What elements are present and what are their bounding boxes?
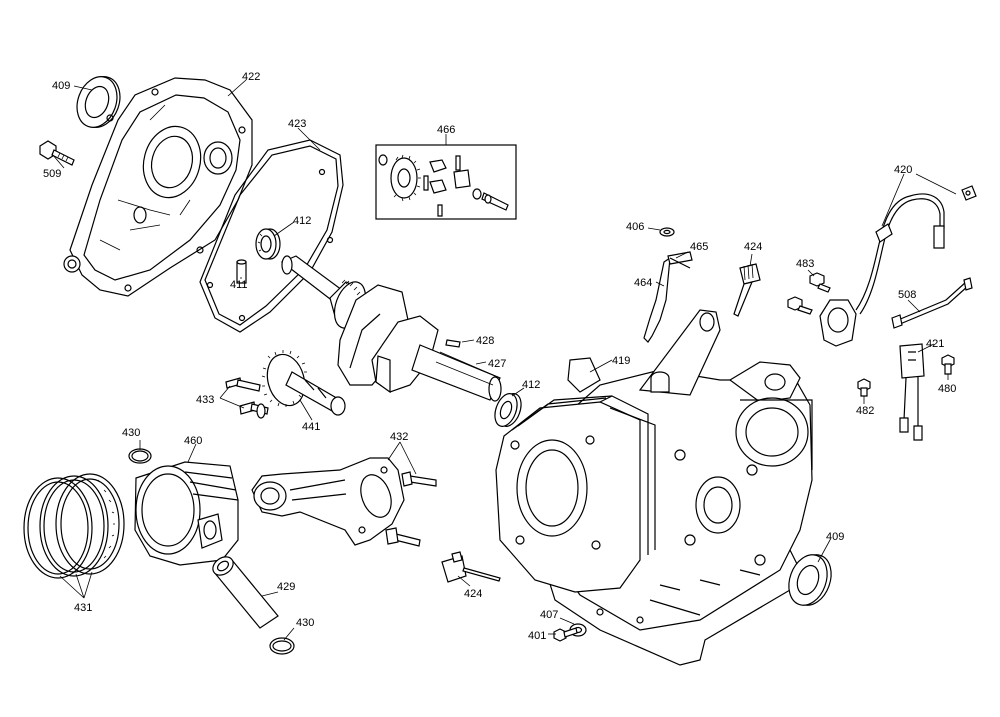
dowel-pin-411: [236, 259, 247, 284]
label-460: 460: [184, 435, 202, 447]
label-424-upper: 424: [744, 241, 762, 253]
leader-lines: [51, 79, 957, 641]
label-419: 419: [612, 355, 630, 367]
wrist-pin-429: [212, 556, 279, 629]
governor-arm-464: [643, 251, 693, 343]
label-406: 406: [626, 221, 644, 233]
crankcase-cover-422: [63, 77, 253, 297]
label-430-lower: 430: [296, 617, 314, 629]
label-509: 509: [43, 168, 61, 180]
bearing-412-left: [255, 228, 281, 260]
label-508: 508: [898, 289, 916, 301]
dipstick-424-upper: [733, 263, 761, 317]
label-432: 432: [390, 431, 408, 443]
label-423: 423: [288, 118, 306, 130]
label-407: 407: [540, 609, 558, 621]
piston-rings-431: [23, 473, 125, 579]
crankcase-block-419: [495, 309, 813, 666]
oil-seal-409-right: [788, 554, 832, 606]
piston-460: [134, 461, 239, 566]
label-424-lower: 424: [464, 588, 482, 600]
label-412-right: 412: [522, 379, 540, 391]
crankshaft-427: [280, 255, 502, 402]
label-401: 401: [528, 630, 546, 642]
label-483: 483: [796, 258, 814, 270]
label-480: 480: [938, 383, 956, 395]
screw-482: [857, 378, 871, 397]
label-431: 431: [74, 602, 92, 614]
label-428: 428: [476, 335, 494, 347]
washer-406: [659, 227, 675, 237]
label-409-right: 409: [826, 531, 844, 543]
label-420: 420: [894, 164, 912, 176]
label-441: 441: [302, 421, 320, 433]
oil-pump-group-466: [375, 144, 517, 220]
label-429: 429: [277, 581, 295, 593]
connecting-rod-432: [251, 457, 437, 547]
label-412-left: 412: [293, 215, 311, 227]
label-411: 411: [230, 279, 248, 291]
part-labels: 409 422 509 423 466 412 411 406 465 424 …: [43, 71, 956, 642]
camshaft-441: [261, 350, 346, 416]
circlip-430-lower: [269, 637, 295, 655]
label-430-upper: 430: [122, 427, 140, 439]
screw-480: [941, 354, 955, 375]
label-427: 427: [488, 358, 506, 370]
label-433: 433: [196, 394, 214, 406]
circlip-430-upper: [128, 448, 152, 464]
bolt-401: [553, 627, 578, 642]
label-465: 465: [690, 241, 708, 253]
dipstick-424-lower: [441, 551, 501, 583]
label-422: 422: [242, 71, 260, 83]
bolt-509: [39, 140, 75, 166]
module-421: [899, 343, 925, 441]
bolt-483: [787, 272, 831, 315]
label-421: 421: [926, 338, 944, 350]
label-466: 466: [437, 124, 455, 136]
label-482: 482: [856, 405, 874, 417]
bearing-412-right: [494, 393, 522, 427]
label-409-top: 409: [52, 80, 70, 92]
gasket-423: [199, 139, 344, 333]
label-464: 464: [634, 277, 652, 289]
key-428: [445, 339, 461, 348]
ignition-coil-420: [819, 185, 977, 347]
wire-harness-508: [891, 277, 973, 329]
valve-lifters-433: [225, 377, 269, 419]
